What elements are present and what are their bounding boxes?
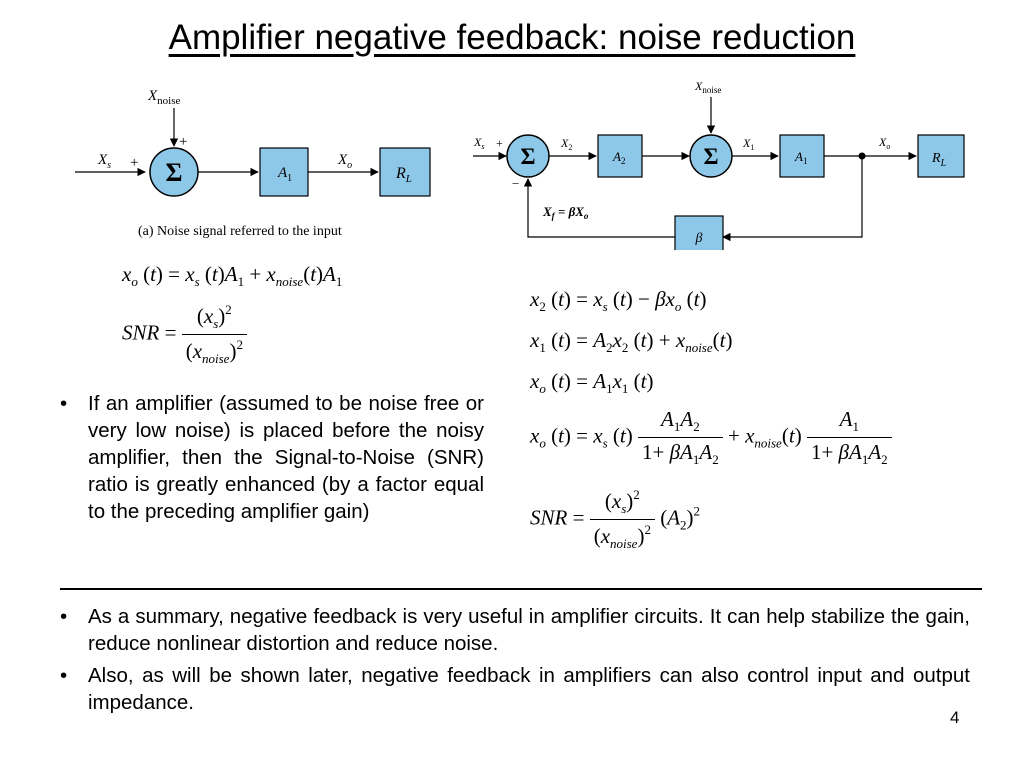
load-rl-block	[917, 134, 965, 178]
bullet-text: If an amplifier (assumed to be noise fre…	[88, 392, 484, 523]
left-bullet-list: • If an amplifier (assumed to be noise f…	[58, 390, 484, 525]
bullet-dot: •	[60, 392, 68, 415]
diagram-noise-at-input: Σ A1 RL Xnoise + + Xs Xo (a) Noise signa…	[75, 88, 431, 239]
equation-x1: x1 (t) = A2x2 (t) + xnoise(t)	[530, 328, 733, 355]
equation-snr-single: SNR = (xs)2(xnoise)2	[122, 302, 247, 367]
noise-sub: noise	[702, 85, 721, 95]
rl-sub: L	[940, 158, 947, 169]
plus-top: +	[179, 134, 187, 150]
x1-sub: 1	[750, 143, 754, 152]
svg-text:A1: A1	[794, 149, 807, 166]
noise-label: X	[147, 88, 158, 104]
svg-text:Xs: Xs	[473, 135, 484, 151]
sigma-symbol: Σ	[166, 158, 183, 187]
bullet-item: • Also, as will be shown later, negative…	[58, 662, 970, 716]
xo-sub: o	[886, 142, 890, 151]
svg-text:Xnoise: Xnoise	[694, 79, 721, 95]
bullet-item: • As a summary, negative feedback is ver…	[58, 603, 970, 657]
bullet-text: Also, as will be shown later, negative f…	[88, 664, 970, 714]
plus-left: +	[130, 155, 138, 171]
svg-text:RL: RL	[395, 165, 412, 185]
a1-label: A	[277, 165, 288, 181]
amplifier-a2-block	[597, 134, 643, 178]
equation-xo: xo (t) = A1x1 (t)	[530, 369, 654, 396]
a1-label: A	[794, 149, 803, 164]
plus-sign: +	[496, 136, 503, 150]
a2-sub: 2	[621, 156, 626, 166]
svg-text:Xo: Xo	[878, 135, 890, 151]
svg-text:A1: A1	[277, 165, 292, 184]
xs-sub: s	[107, 160, 111, 171]
x2-sub: 2	[568, 143, 572, 152]
xo-label: X	[878, 135, 887, 149]
svg-text:X1: X1	[742, 136, 754, 152]
svg-text:Xnoise: Xnoise	[147, 88, 181, 107]
rl-label: R	[931, 151, 941, 166]
diagram-caption: (a) Noise signal referred to the input	[138, 224, 342, 239]
noise-label: X	[694, 79, 703, 93]
xo-label: X	[337, 152, 348, 168]
section-divider	[60, 588, 982, 590]
a1-sub: 1	[287, 173, 292, 184]
page-number: 4	[950, 708, 960, 727]
load-rl-block	[379, 147, 431, 197]
diagram-feedback-preamplifier: Σ A2 Σ A1 RL β Xs + − X2 Xnoise X1 Xo Xf…	[473, 79, 965, 250]
svg-text:A2: A2	[612, 149, 625, 166]
bullet-dot: •	[60, 664, 68, 687]
feedback-path-out	[722, 156, 863, 242]
equation-snr-enhanced: SNR = (xs)2(xnoise)2 (A2)2	[530, 487, 701, 551]
x2-label: X	[560, 136, 569, 150]
svg-text:X2: X2	[560, 136, 572, 152]
summary-bullet-list: • As a summary, negative feedback is ver…	[58, 603, 970, 716]
beta-block	[674, 215, 724, 250]
xs-label: X	[97, 152, 108, 168]
a2-label: A	[612, 149, 621, 164]
rl-sub: L	[405, 173, 412, 185]
slide-title: Amplifier negative feedback: noise reduc…	[168, 18, 856, 57]
xo-sub: o	[347, 160, 352, 171]
amplifier-a1-block	[779, 134, 825, 178]
rl-label: R	[395, 165, 406, 182]
feedback-signal-label: Xf = βXo	[542, 204, 589, 221]
svg-text:RL: RL	[931, 151, 947, 169]
bullet-dot: •	[60, 605, 68, 628]
x1-label: X	[742, 136, 751, 150]
xs-sub: s	[481, 142, 484, 151]
bullet-text: As a summary, negative feedback is very …	[88, 605, 970, 655]
noise-sub: noise	[157, 95, 180, 107]
sigma-1: Σ	[520, 144, 535, 169]
svg-text:Xo: Xo	[337, 152, 352, 171]
minus-sign: −	[512, 176, 519, 191]
xs-label: X	[473, 135, 482, 149]
equation-xo-noise-at-input: xo (t) = xs (t)A1 + xnoise(t)A1	[122, 262, 343, 289]
sigma-2: Σ	[703, 144, 718, 169]
equation-x2: x2 (t) = xs (t) − βxo (t)	[530, 287, 707, 314]
a1-sub: 1	[803, 156, 808, 166]
amplifier-a1-block	[259, 147, 309, 197]
beta-label: β	[695, 231, 703, 246]
bullet-item: • If an amplifier (assumed to be noise f…	[58, 390, 484, 525]
svg-text:Xs: Xs	[97, 152, 111, 171]
feedback-path-in	[523, 178, 675, 238]
